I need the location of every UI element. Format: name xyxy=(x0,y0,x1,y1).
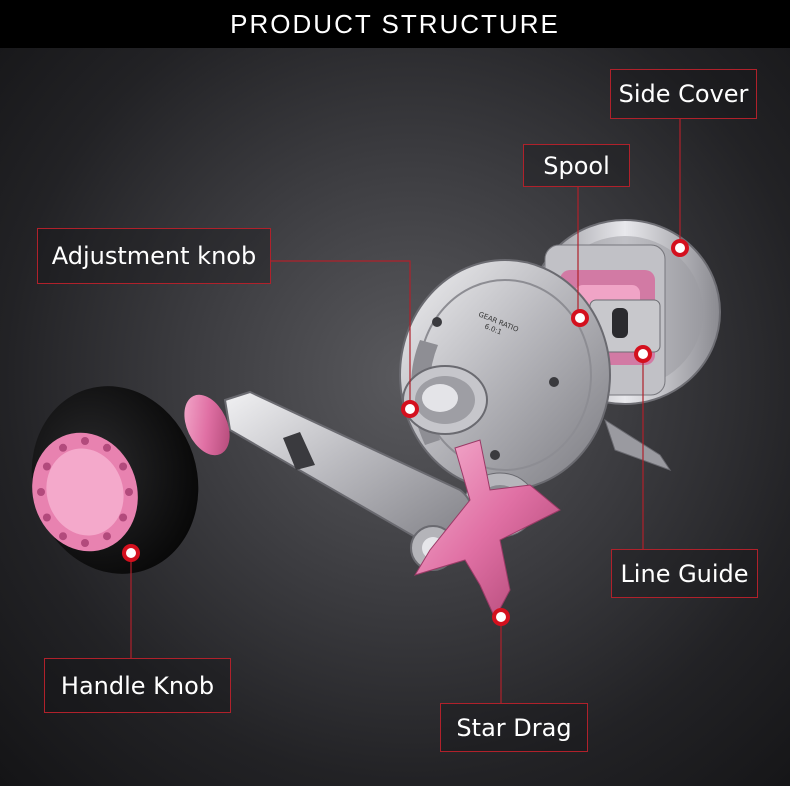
knob-cap-hole xyxy=(59,443,67,452)
star-drag xyxy=(413,439,561,620)
label-adjustment-knob: Adjustment knob xyxy=(37,228,271,284)
dot-spool xyxy=(571,309,589,327)
knob-cap-hole xyxy=(37,488,45,496)
label-spool: Spool xyxy=(523,144,630,187)
page-title: PRODUCT STRUCTURE xyxy=(0,0,790,48)
knob-cap-hole xyxy=(103,532,111,541)
dot-star-drag xyxy=(492,608,510,626)
knob-cap-hole xyxy=(81,539,89,547)
label-line-guide: Line Guide xyxy=(611,549,758,598)
callout-dots xyxy=(122,239,689,626)
adjustment-knob xyxy=(402,365,488,435)
knob-cap-hole xyxy=(119,513,128,522)
label-handle-knob: Handle Knob xyxy=(44,658,231,713)
handle-knob xyxy=(31,386,199,574)
dot-side-cover xyxy=(671,239,689,257)
dot-adjustment-knob xyxy=(401,400,419,418)
knob-cap-hole xyxy=(42,513,51,522)
leader-lines xyxy=(130,118,681,704)
knob-cap-hole xyxy=(125,488,133,496)
knob-cap-hole xyxy=(81,437,89,445)
knob-cap-hole xyxy=(103,443,111,452)
dot-handle-knob xyxy=(122,544,140,562)
label-star-drag: Star Drag xyxy=(440,703,588,752)
knob-cap-hole xyxy=(59,532,67,541)
knob-cap-hole xyxy=(119,462,128,471)
label-side-cover: Side Cover xyxy=(610,69,757,119)
leader-adjustment-knob xyxy=(270,260,411,408)
knob-cap-hole xyxy=(42,462,51,471)
dot-line-guide xyxy=(634,345,652,363)
